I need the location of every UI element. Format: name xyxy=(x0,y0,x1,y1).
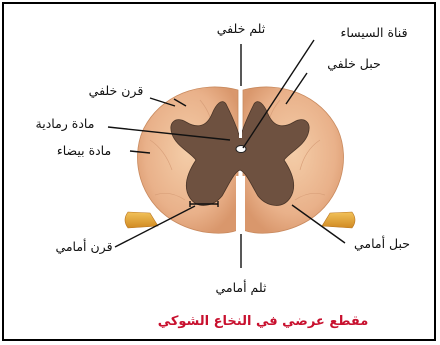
label-anterior-fissure: ثلم أمامي xyxy=(215,279,267,296)
right-anterior-root xyxy=(322,212,355,228)
label-posterior-funiculus: حبل خلفي xyxy=(327,56,381,71)
label-anterior-horn: قرن أمامي xyxy=(55,238,112,255)
label-gray-matter: مادة رمادية xyxy=(36,116,95,132)
label-anterior-funiculus: حبل أمامي xyxy=(354,235,410,251)
label-central-canal: قناة السيساء xyxy=(340,25,407,40)
anterior-fissure-gap xyxy=(236,176,245,234)
label-white-matter: مادة بيضاء xyxy=(57,143,111,158)
posterior-fissure-gap xyxy=(239,86,242,138)
label-posterior-fissure: ثلم خلفي xyxy=(217,21,266,37)
label-posterior-horn: قرن خلفي xyxy=(89,83,144,99)
left-anterior-root xyxy=(125,212,158,228)
figure-caption: مقطع عرضي في النخاع الشوكي xyxy=(158,314,369,329)
